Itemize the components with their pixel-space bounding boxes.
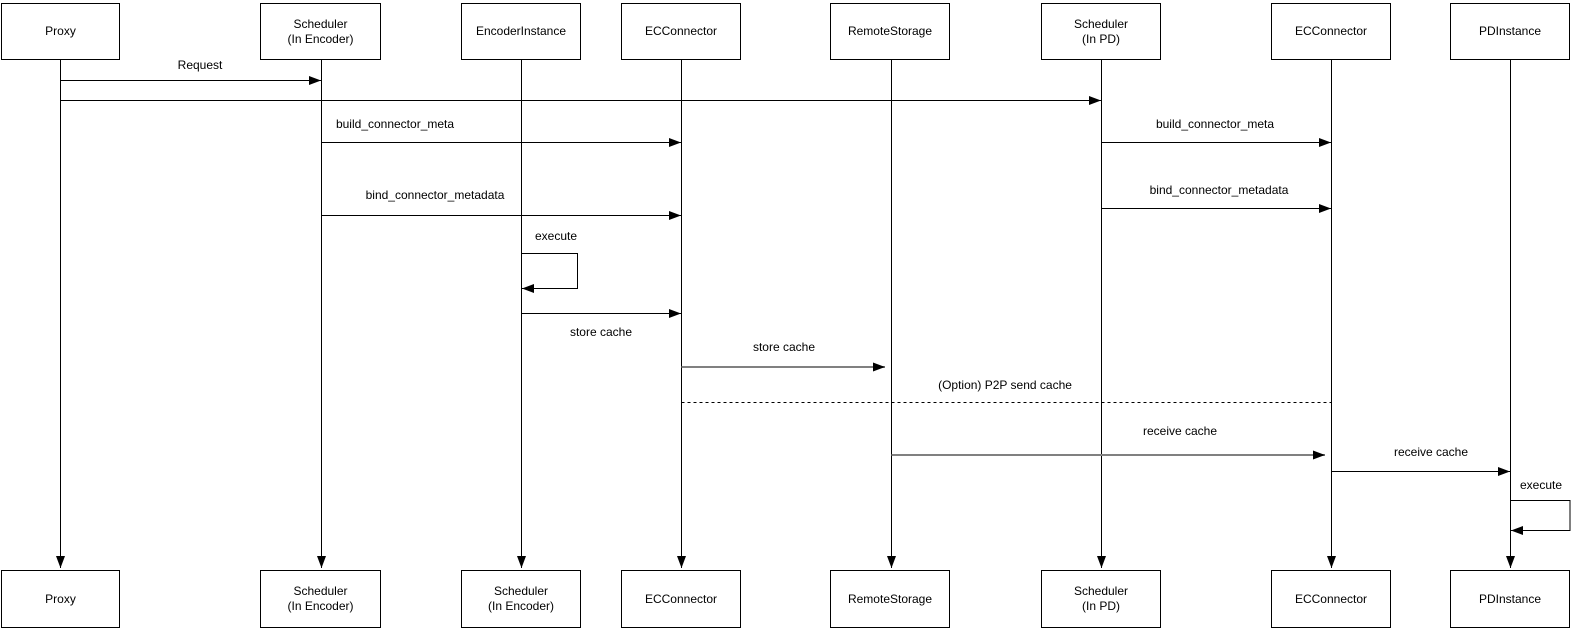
message-label-receive-cache-1: receive cache <box>1141 424 1219 438</box>
participant-bottom-ec-connector-1: ECConnector <box>621 570 741 628</box>
participant-top-proxy: Proxy <box>1 3 120 60</box>
participant-label: RemoteStorage <box>847 24 933 38</box>
participant-top-scheduler-encoder: Scheduler (In Encoder) <box>260 3 381 60</box>
message-label-execute-pd: execute <box>1518 478 1564 492</box>
participant-bottom-pd-instance: PDInstance <box>1450 570 1570 628</box>
participant-top-scheduler-pd: Scheduler (In PD) <box>1041 3 1161 60</box>
participant-label: Scheduler <box>293 16 348 31</box>
message-label-store-cache-1: store cache <box>568 325 634 339</box>
participant-label: Scheduler <box>493 584 549 598</box>
message-arrow-execute-self-encoder <box>521 253 578 293</box>
participant-label: (In Encoder) <box>287 599 354 613</box>
message-label-bind-metadata-left: bind_connector_metadata <box>364 188 506 202</box>
message-arrow-execute-self-pd <box>1510 500 1571 535</box>
participant-label: ECConnector <box>644 591 718 606</box>
participant-label: ECConnector <box>644 24 718 38</box>
participant-label: Scheduler <box>1073 16 1129 31</box>
participant-label: Scheduler <box>293 584 348 598</box>
message-label-build-meta-left: build_connector_meta <box>334 117 456 131</box>
participant-top-ec-connector-1: ECConnector <box>621 3 741 60</box>
participant-label: EncoderInstance <box>475 24 567 38</box>
participant-top-pd-instance: PDInstance <box>1450 3 1570 60</box>
participant-label: (In PD) <box>1081 599 1120 613</box>
participant-label: ECConnector <box>1294 591 1368 606</box>
participant-bottom-scheduler-encoder-2: Scheduler (In Encoder) <box>461 570 581 628</box>
message-label-request: Request <box>176 58 224 72</box>
participant-label: RemoteStorage <box>847 591 933 606</box>
message-label-execute-encoder: execute <box>533 229 579 243</box>
participant-label: ECConnector <box>1294 24 1368 38</box>
participant-top-encoder-instance: EncoderInstance <box>461 3 581 60</box>
participant-bottom-ec-connector-2: ECConnector <box>1271 570 1391 628</box>
participant-label: Scheduler <box>1073 584 1129 598</box>
message-label-store-cache-2: store cache <box>751 340 817 354</box>
participant-label: (In PD) <box>1081 31 1120 46</box>
message-label-p2p-send-cache: (Option) P2P send cache <box>937 378 1073 392</box>
participant-bottom-remote-storage: RemoteStorage <box>830 570 950 628</box>
participant-label: Proxy <box>45 24 76 38</box>
message-label-receive-cache-2: receive cache <box>1392 445 1470 459</box>
participant-label: PDInstance <box>1478 24 1542 38</box>
participant-label: PDInstance <box>1478 591 1542 606</box>
participant-label: (In Encoder) <box>487 599 555 613</box>
message-label-build-meta-right: build_connector_meta <box>1154 117 1276 131</box>
participant-bottom-scheduler-encoder: Scheduler (In Encoder) <box>260 570 381 628</box>
participant-top-ec-connector-2: ECConnector <box>1271 3 1391 60</box>
participant-bottom-proxy: Proxy <box>1 570 120 628</box>
participant-bottom-scheduler-pd: Scheduler (In PD) <box>1041 570 1161 628</box>
participant-top-remote-storage: RemoteStorage <box>830 3 950 60</box>
message-label-bind-metadata-right: bind_connector_metadata <box>1148 183 1290 197</box>
participant-label: Proxy <box>45 591 76 606</box>
participant-label: (In Encoder) <box>287 31 354 46</box>
